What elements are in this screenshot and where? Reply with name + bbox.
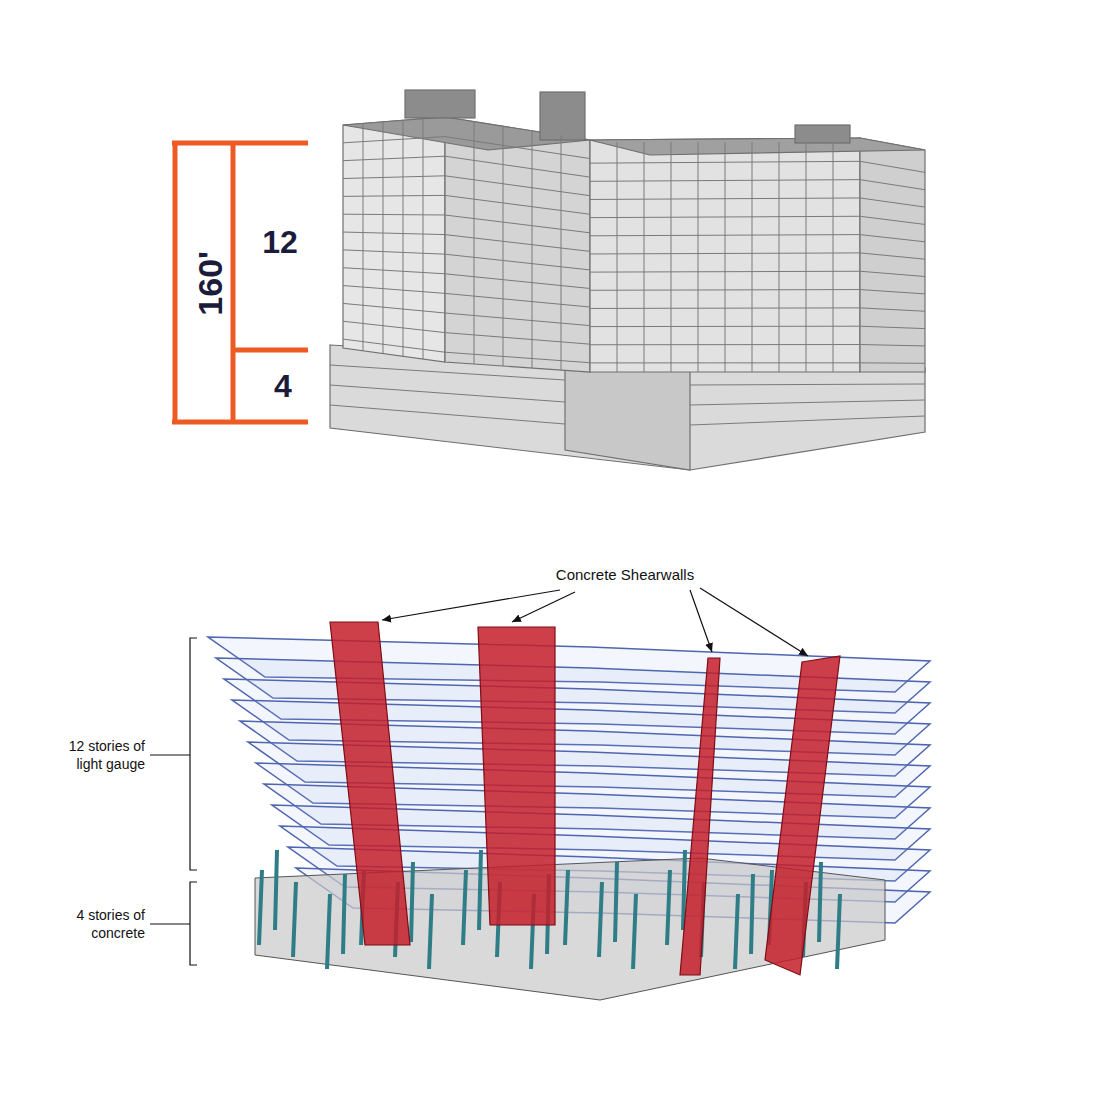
floor-line (343, 232, 445, 235)
column (429, 894, 432, 969)
floor-line (343, 286, 445, 294)
floor-line (343, 156, 445, 160)
floor-line (343, 214, 445, 216)
floor-line (860, 326, 925, 328)
column (751, 874, 753, 954)
floor-line (343, 339, 445, 352)
floor-lines (330, 119, 925, 425)
floor-line (330, 365, 565, 380)
floor-line (343, 303, 445, 313)
floor-line (445, 274, 590, 289)
column-line (474, 122, 475, 364)
column (837, 894, 840, 969)
column (667, 870, 670, 945)
floor-line (860, 362, 925, 363)
floor-line (690, 384, 925, 385)
dimension-label: 160' (189, 233, 232, 333)
floor-line (445, 156, 590, 177)
story-brackets (150, 638, 197, 965)
column-line (671, 142, 672, 372)
floor-line (445, 352, 590, 363)
column (327, 894, 330, 969)
floor-line (860, 180, 925, 190)
column-line (698, 142, 699, 372)
floor-line (330, 385, 565, 402)
floor-line (343, 195, 445, 197)
column (411, 862, 413, 942)
floor-line (860, 308, 925, 311)
story-count: 4 (258, 366, 308, 406)
floor-line (860, 345, 925, 346)
column-line (617, 142, 618, 372)
story-note: 4 stories of concrete (45, 907, 145, 942)
column (463, 870, 466, 945)
column (633, 894, 636, 969)
floor-line (343, 137, 445, 143)
floor-line (860, 253, 925, 259)
column (343, 874, 345, 954)
column (819, 862, 821, 942)
column-line (363, 123, 364, 350)
floor-line (445, 215, 590, 233)
floor-line (860, 161, 925, 172)
floor-line (343, 268, 445, 274)
floor-line (445, 137, 590, 159)
floor-line (445, 293, 590, 307)
column-line (806, 142, 807, 372)
floor-line (860, 235, 925, 242)
column-line (532, 131, 533, 368)
floor-line (445, 176, 590, 196)
building-model (330, 90, 925, 470)
column-line (779, 142, 780, 372)
story-note: 12 stories of light gauge (45, 738, 145, 773)
column-line (725, 142, 726, 372)
floor-line (343, 250, 445, 254)
floor-line (860, 290, 925, 294)
column-line (503, 126, 504, 366)
callout-label: Concrete Shearwalls (520, 566, 730, 585)
floor-line (445, 333, 590, 345)
column-line (752, 142, 753, 372)
floor-line (445, 235, 590, 252)
floor-line (343, 176, 445, 179)
floor-line (860, 198, 925, 207)
floor-line (860, 216, 925, 224)
column (615, 862, 617, 942)
column (479, 850, 481, 930)
column (565, 870, 568, 945)
floor-line (445, 254, 590, 270)
column (275, 850, 277, 930)
column-line (644, 142, 645, 372)
dimension-bracket (172, 143, 308, 422)
column-line (423, 119, 424, 360)
floor-line (330, 405, 565, 424)
column (599, 882, 602, 957)
floor-line (690, 416, 925, 425)
floor-line (445, 195, 590, 214)
column-line (383, 122, 384, 354)
story-count: 12 (255, 222, 305, 262)
leader-lines (382, 588, 808, 656)
column-line (561, 135, 562, 370)
column-line (833, 142, 834, 372)
column (735, 894, 738, 969)
floor-line (445, 313, 590, 326)
column-line (403, 120, 404, 356)
floor-line (343, 321, 445, 332)
floor-line (860, 271, 925, 276)
floor-line (690, 400, 925, 405)
column (293, 882, 296, 957)
column (259, 870, 262, 945)
shearwalls (330, 622, 840, 975)
